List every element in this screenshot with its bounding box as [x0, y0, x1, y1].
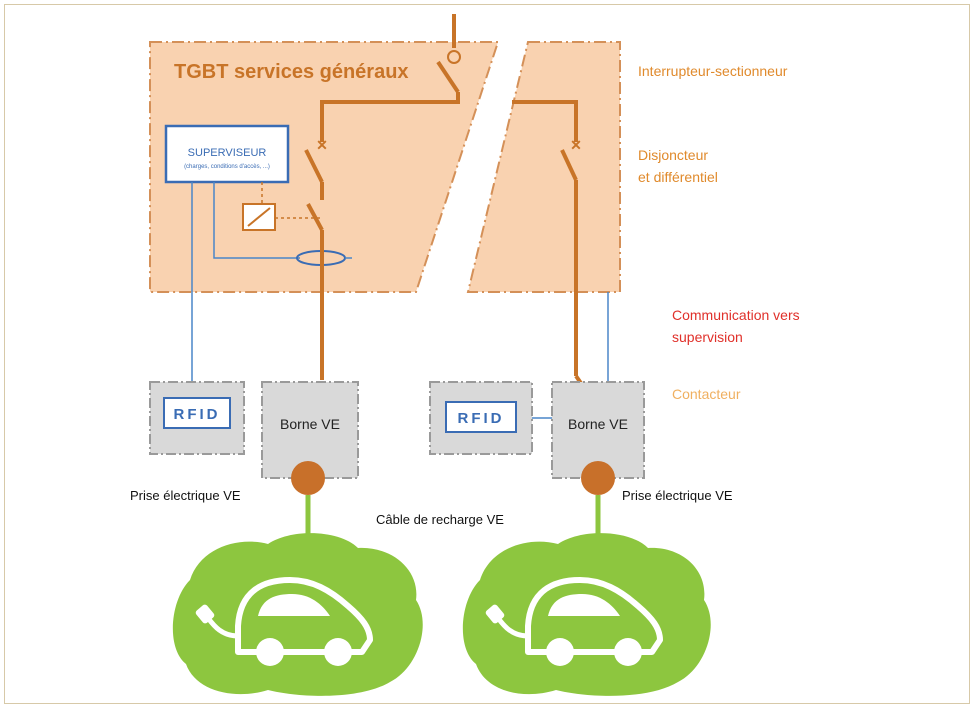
breaker-cross-right-icon: ✕	[570, 137, 582, 153]
socket-right-icon	[581, 461, 615, 495]
busbar-right	[512, 100, 578, 142]
breaker-cross-left-icon: ✕	[316, 137, 328, 153]
label-comm-line2: supervision	[672, 329, 743, 345]
socket-left-icon	[291, 461, 325, 495]
rfid-label-right: RFID	[458, 410, 505, 427]
breaker-blade-left	[304, 149, 324, 183]
terminal-label-right: Borne VE	[568, 416, 628, 432]
tgbt-panel-right	[466, 41, 621, 293]
contact-blade-left	[306, 203, 324, 231]
supervisor-title: SUPERVISEUR	[188, 147, 267, 159]
supervisor-box	[164, 124, 290, 184]
switch-blade	[436, 60, 460, 94]
switch-contact-icon	[447, 50, 461, 64]
rfid-badge-right	[445, 401, 517, 433]
label-switch: Interrupteur-sectionneur	[638, 63, 788, 79]
figure-frame	[4, 4, 970, 704]
rfid-label-left: RFID	[174, 406, 221, 423]
rfid-badge-left	[163, 397, 231, 429]
breaker-blade-right	[560, 149, 578, 181]
label-breaker-line1: Disjoncteur	[638, 147, 708, 163]
supervisor-subtitle: (charges, conditions d'accès, ...)	[184, 164, 270, 170]
label-comm-line1: Communication vers	[672, 307, 800, 323]
label-contactor: Contacteur	[672, 386, 741, 402]
comm-line-supervisor-current	[213, 182, 300, 259]
label-socket-left: Prise électrique VE	[130, 488, 241, 503]
terminal-label-left: Borne VE	[280, 416, 340, 432]
busbar-left	[320, 92, 460, 142]
ev-charging-car-left-icon	[172, 533, 423, 696]
panel-title: TGBT services généraux	[174, 61, 409, 83]
relay-coil-diagonal	[247, 207, 271, 227]
label-breaker-line2: et différentiel	[638, 169, 718, 185]
label-socket-right: Prise électrique VE	[622, 488, 733, 503]
label-cable: Câble de recharge VE	[376, 512, 504, 527]
tgbt-panel-left	[149, 41, 500, 293]
ev-charging-car-right-icon	[462, 533, 711, 696]
